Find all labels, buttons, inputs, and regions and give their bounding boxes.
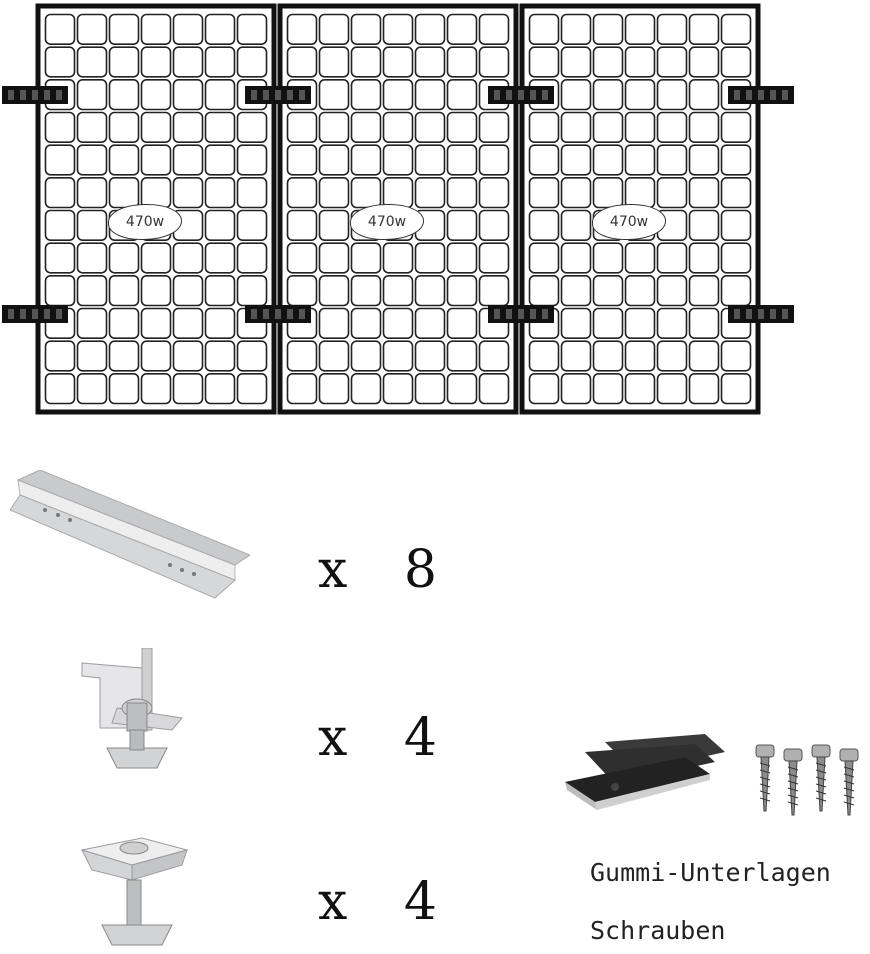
screw bbox=[811, 744, 831, 812]
panel-clamp bbox=[2, 86, 68, 104]
middle-clamp-image bbox=[72, 820, 202, 954]
panel-clamp bbox=[728, 86, 794, 104]
rubber-pads-image bbox=[565, 732, 735, 826]
panel-clamp bbox=[728, 305, 794, 323]
end-clamp-image bbox=[72, 647, 192, 777]
panel-clamp bbox=[488, 305, 554, 323]
middle-clamp-quantity: x 4 bbox=[318, 872, 457, 932]
mounting-rail-image bbox=[9, 469, 252, 604]
rubber-pads-label: Gummi-Unterlagen bbox=[590, 858, 831, 887]
screws-label: Schrauben bbox=[590, 916, 726, 945]
panel-clamp bbox=[245, 86, 311, 104]
panel-2-power-label: 470w bbox=[350, 204, 424, 240]
panel-clamp bbox=[245, 305, 311, 323]
solar-panel-array: 470w 470w 470w bbox=[0, 0, 870, 420]
panel-1-power-label: 470w bbox=[108, 204, 182, 240]
panel-clamp bbox=[2, 305, 68, 323]
panel-3-power-label: 470w bbox=[592, 204, 666, 240]
panel-clamp bbox=[488, 86, 554, 104]
screws-image bbox=[755, 735, 870, 824]
rail-quantity: x 8 bbox=[318, 540, 457, 600]
screw bbox=[755, 744, 775, 812]
screw bbox=[839, 748, 859, 816]
screw bbox=[783, 748, 803, 816]
end-clamp-quantity: x 4 bbox=[318, 708, 457, 768]
